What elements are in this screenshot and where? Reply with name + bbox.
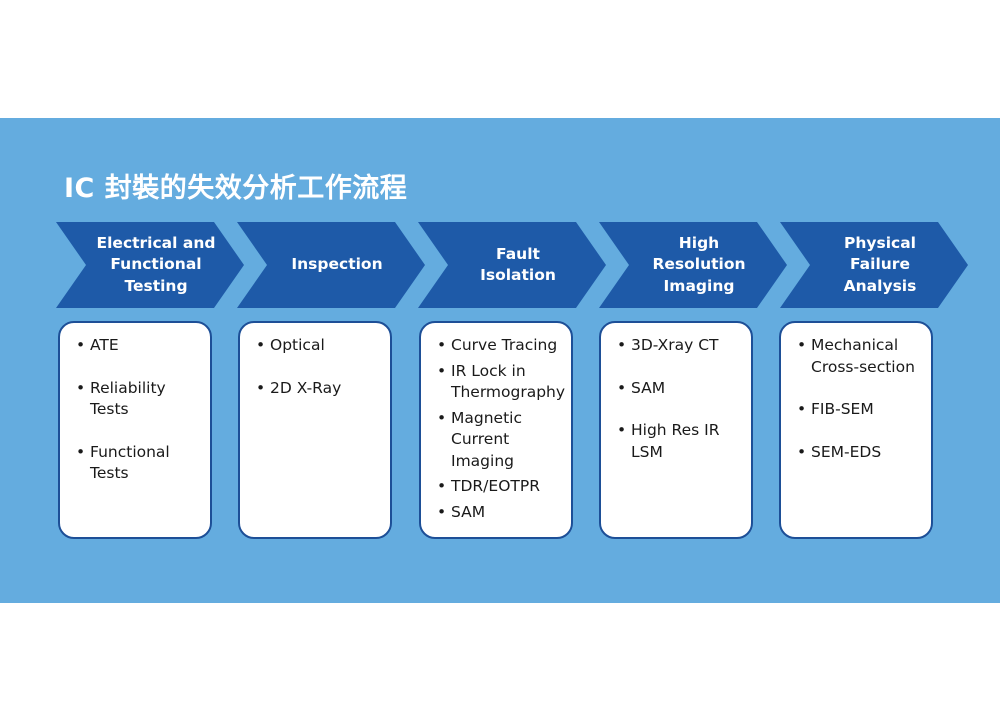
chevron-step-3: Fault Isolation [418,222,606,308]
list-item: Reliability Tests [76,378,206,421]
step-5-label: Physical Failure Analysis [843,233,917,295]
step-2-card: Optical 2D X-Ray [238,321,392,539]
list-item: SAM [437,502,567,524]
chevron-shape-4 [599,222,787,308]
chevron-step-5: Physical Failure Analysis [780,222,968,308]
chevron-step-1: Electrical and Functional Testing [56,222,244,308]
chevron-step-2: Inspection [237,222,425,308]
list-item: 2D X-Ray [256,378,386,400]
step-3-card: Curve Tracing IR Lock in Thermography Ma… [419,321,573,539]
list-item: 3D-Xray CT [617,335,747,357]
step-1-card: ATE Reliability Tests Functional Tests [58,321,212,539]
list-item: High Res IR LSM [617,420,747,463]
step-3-label: Fault Isolation [480,244,556,285]
chevron-step-4: High Resolution Imaging [599,222,787,308]
list-item: FIB-SEM [797,399,927,421]
diagram-title: IC 封裝的失效分析工作流程 [64,173,408,204]
chevron-shape-2 [237,222,425,308]
step-1-label: Electrical and Functional Testing [96,233,216,295]
chevron-shape-3 [418,222,606,308]
step-2-label: Inspection [291,255,383,274]
list-item: Functional Tests [76,442,206,485]
list-item: Curve Tracing [437,335,567,357]
chevron-shape-5 [780,222,968,308]
step-4-label: High Resolution Imaging [652,233,746,295]
list-item: Mechanical Cross-section [797,335,927,378]
chevron-shape-1 [56,222,244,308]
list-item: SAM [617,378,747,400]
list-item: IR Lock in Thermography [437,361,567,404]
list-item: ATE [76,335,206,357]
list-item: SEM-EDS [797,442,927,464]
step-5-card: Mechanical Cross-section FIB-SEM SEM-EDS [779,321,933,539]
list-item: TDR/EOTPR [437,476,567,498]
list-item: Optical [256,335,386,357]
list-item: Magnetic Current Imaging [437,408,567,473]
step-4-card: 3D-Xray CT SAM High Res IR LSM [599,321,753,539]
